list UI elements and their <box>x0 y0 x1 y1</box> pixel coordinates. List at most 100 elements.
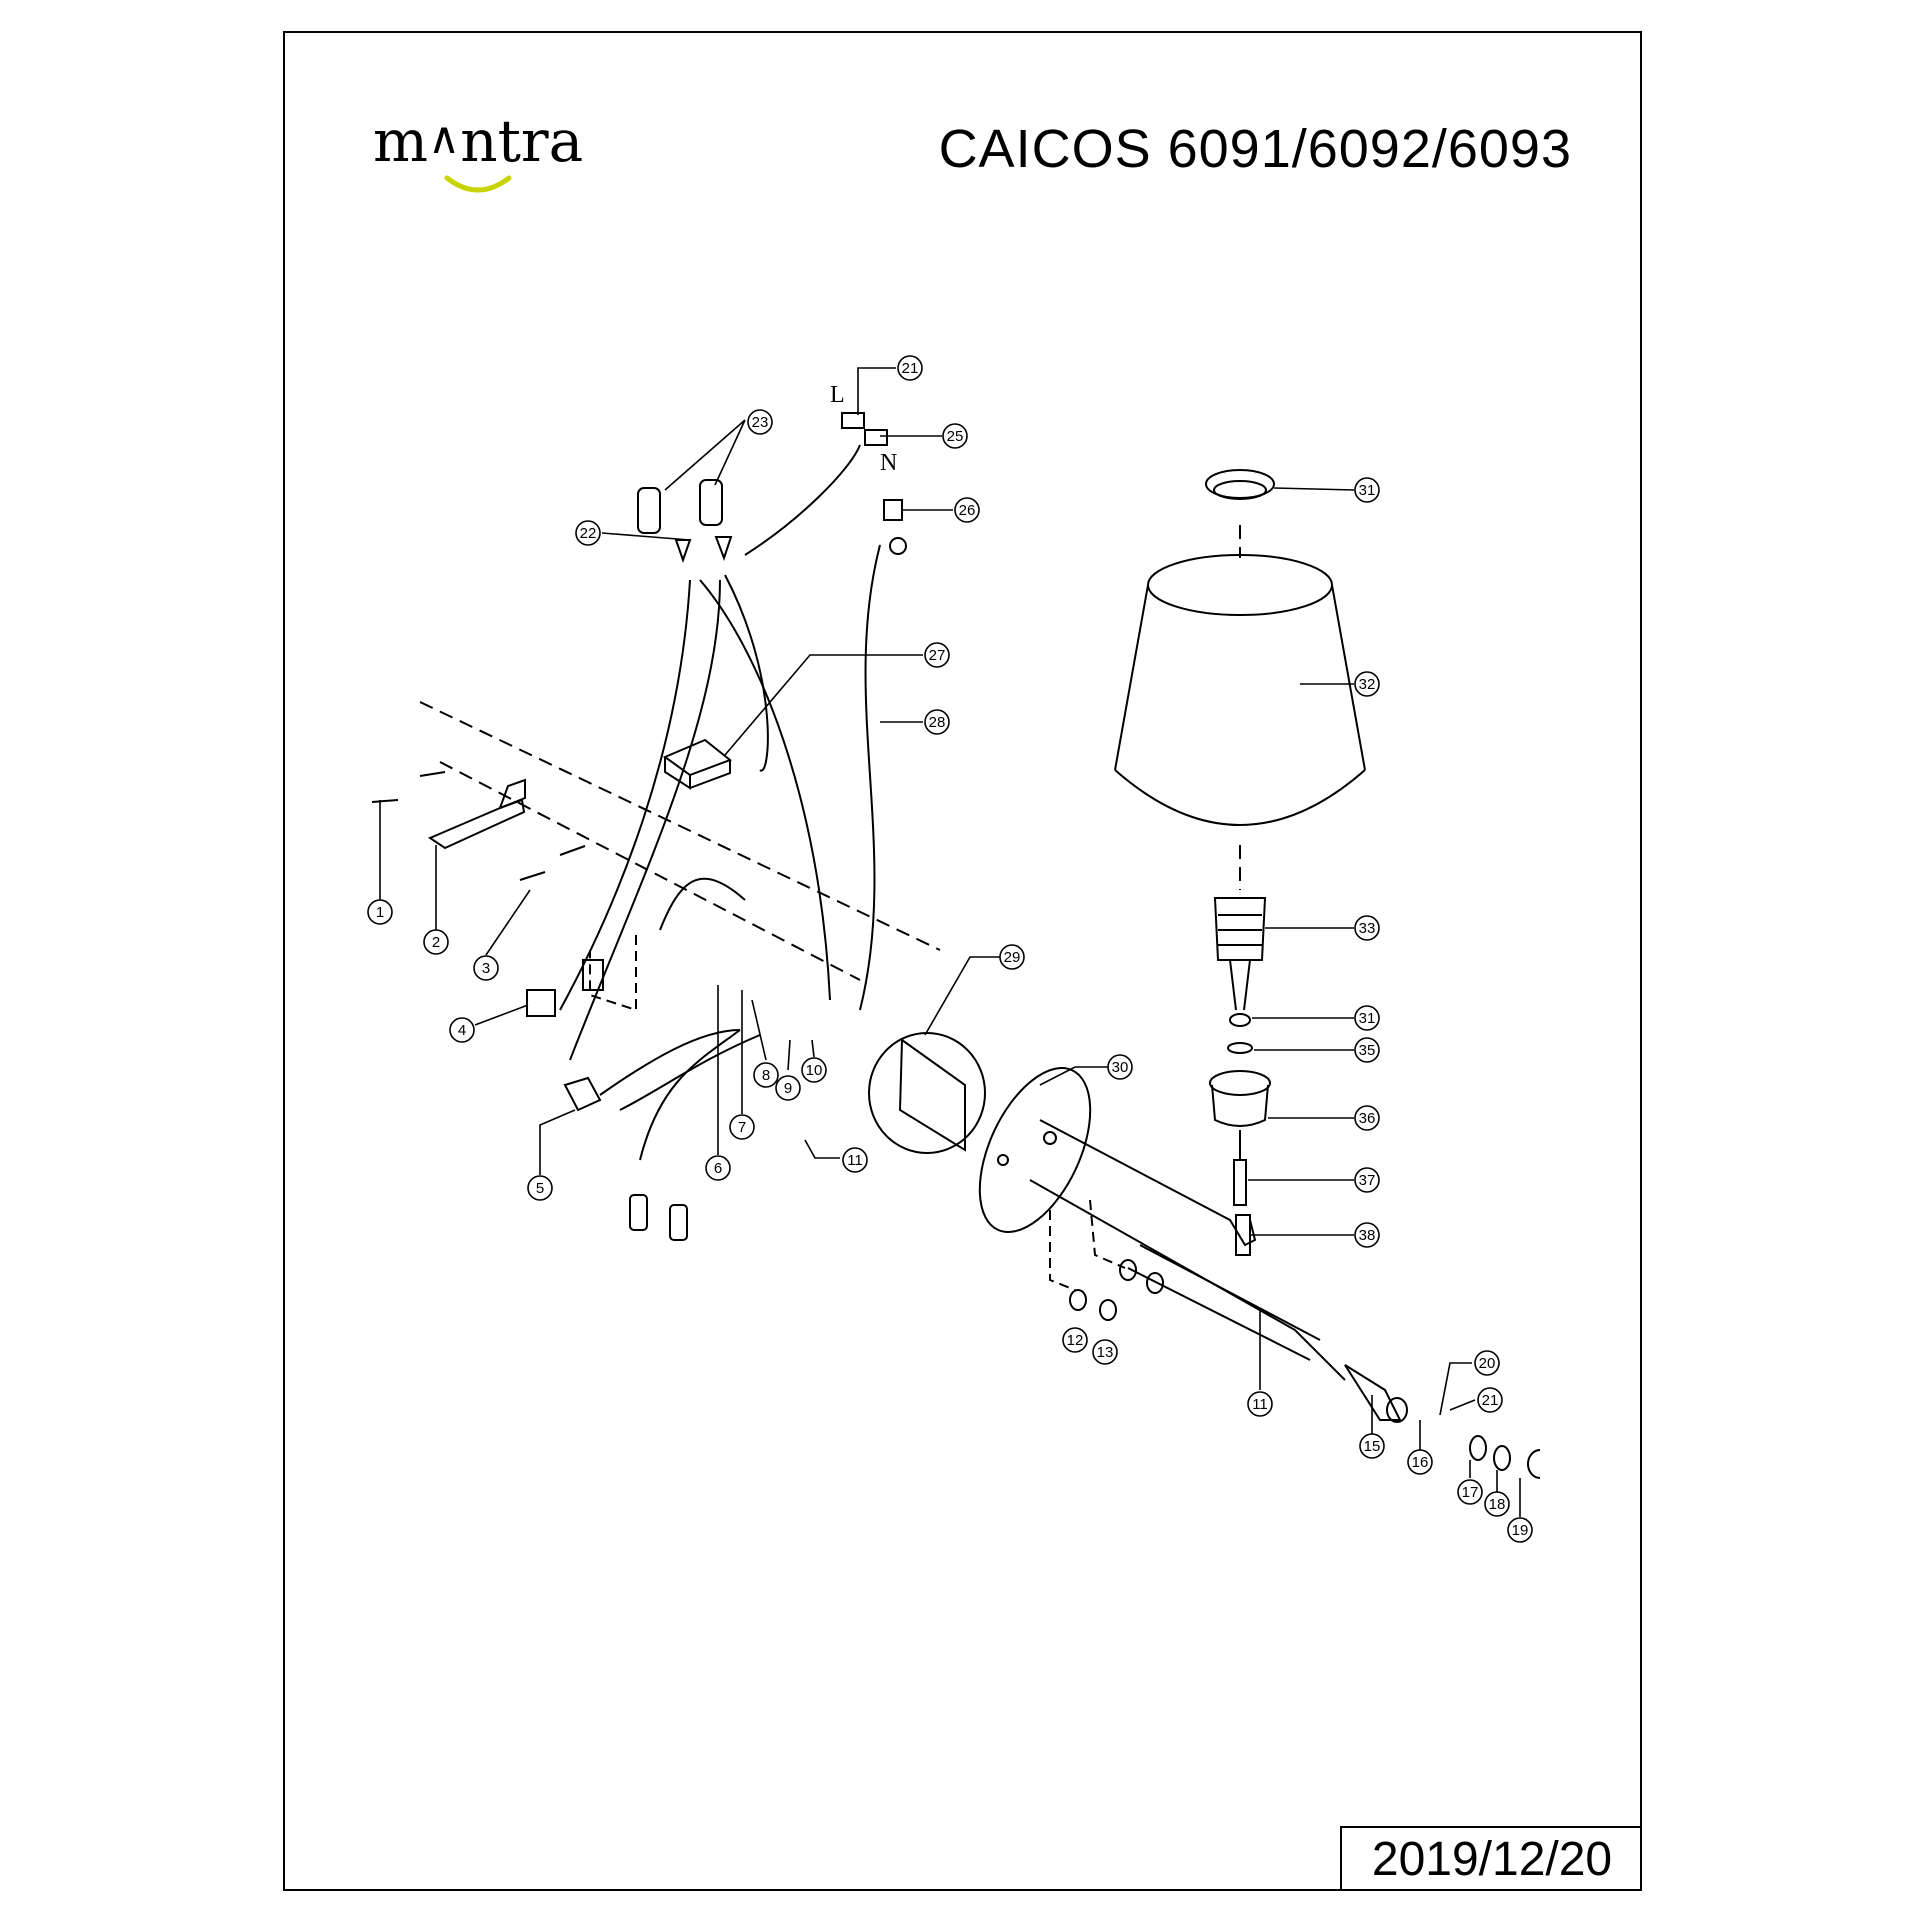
wire <box>599 1029 741 1096</box>
axis-line <box>439 761 861 981</box>
brand-right: ntra <box>460 107 584 175</box>
callout-circle <box>1474 1350 1500 1376</box>
callout-circle <box>1359 1433 1385 1459</box>
label-live: L <box>830 382 845 408</box>
callout-number: 30 <box>1112 1059 1129 1076</box>
callout-number: 21 <box>1482 1392 1499 1409</box>
callout-number: 27 <box>929 647 946 664</box>
leader-27 <box>724 654 923 756</box>
shade-ring-inner <box>1213 480 1267 500</box>
leader-10 <box>811 1039 815 1058</box>
callout-number: 17 <box>1462 1484 1479 1501</box>
wire <box>639 1029 741 1161</box>
callout-circle <box>1247 1391 1273 1417</box>
connector-tip <box>714 536 733 561</box>
callout-circle <box>999 944 1025 970</box>
callout-circle <box>775 1075 801 1101</box>
screw <box>419 771 446 777</box>
terminal-block <box>526 989 556 1017</box>
plate-hole <box>997 1154 1009 1166</box>
callout-circle <box>1062 1327 1088 1353</box>
callout-number: 22 <box>580 525 597 542</box>
logo-smile-icon <box>444 175 512 193</box>
callout-number: 38 <box>1359 1227 1376 1244</box>
leader-22 <box>601 532 691 541</box>
lamp-holder-thread <box>1218 914 1262 946</box>
callout-number: 5 <box>536 1180 544 1197</box>
mounting-bracket-flange <box>498 778 526 810</box>
washer <box>1493 1445 1511 1471</box>
callout-number: 10 <box>806 1062 823 1079</box>
callout-number: 9 <box>784 1080 792 1097</box>
callout-number: 13 <box>1097 1344 1114 1361</box>
wire-nut <box>637 487 661 534</box>
callout-circle <box>1354 1037 1380 1063</box>
callout-circle <box>1354 1222 1380 1248</box>
shade-bottom <box>1114 769 1366 826</box>
callout-number: 33 <box>1359 920 1376 937</box>
brand-logo: m∧ntra <box>373 112 583 193</box>
plate-hole <box>1043 1131 1057 1145</box>
callout-circle <box>1092 1339 1118 1365</box>
callout-number: 28 <box>929 714 946 731</box>
callout-number: 15 <box>1364 1438 1381 1455</box>
callout-number: 25 <box>947 428 964 445</box>
leader-9 <box>787 1039 791 1071</box>
neutral-connector <box>864 429 888 446</box>
callout-number: 11 <box>1252 1396 1268 1413</box>
callout-number: 36 <box>1359 1110 1376 1127</box>
callout-circle <box>753 1062 779 1088</box>
product-title: CAICOS 6091/6092/6093 <box>938 119 1572 179</box>
callout-circle <box>1457 1479 1483 1505</box>
callout-number: 18 <box>1489 1496 1506 1513</box>
clip-ring <box>1527 1449 1541 1479</box>
callout-circle <box>1484 1491 1510 1517</box>
end-cap-ring <box>1386 1397 1408 1423</box>
wire <box>724 574 769 772</box>
callout-number: 31 <box>1359 482 1376 499</box>
callout-number: 37 <box>1359 1172 1376 1189</box>
leader-8 <box>751 999 767 1061</box>
wire <box>559 579 691 1011</box>
arm-lower <box>1029 1179 1346 1381</box>
leader-3 <box>485 889 531 956</box>
callout-circle <box>705 1155 731 1181</box>
callout-circle <box>1354 477 1380 503</box>
brand-left: m <box>373 107 428 175</box>
drawing-frame <box>283 31 1642 1891</box>
shade-top <box>1147 554 1333 616</box>
axis-line <box>1089 1199 1126 1269</box>
screw <box>519 871 546 881</box>
callout-circle <box>473 955 499 981</box>
callout-circle <box>801 1057 827 1083</box>
washer <box>1099 1299 1117 1321</box>
callout-circle <box>575 520 601 546</box>
callout-circle <box>1507 1517 1533 1543</box>
arm-tube <box>1127 1267 1311 1361</box>
leader-20 <box>1439 1362 1472 1416</box>
leader-23 <box>664 419 746 491</box>
callout-number: 23 <box>752 414 769 431</box>
washer <box>1069 1289 1087 1311</box>
revision-date: 2019/12/20 <box>1340 1826 1642 1891</box>
callout-number: 29 <box>1004 949 1021 966</box>
wire <box>619 1034 761 1111</box>
arm-tube <box>1139 1244 1321 1341</box>
callout-circle <box>1354 671 1380 697</box>
callout-circle <box>1354 915 1380 941</box>
ground-symbol-icon <box>889 537 907 555</box>
screw <box>371 799 399 803</box>
callout-circle <box>1107 1054 1133 1080</box>
callout-circle <box>842 1147 868 1173</box>
canopy-front <box>868 1032 986 1154</box>
callout-circle <box>897 355 923 381</box>
shade-side <box>1114 584 1366 771</box>
callout-circle <box>527 1175 553 1201</box>
callout-circle <box>954 497 980 523</box>
callout-number: 16 <box>1412 1454 1429 1471</box>
callout-number: 32 <box>1359 676 1376 693</box>
leader-4 <box>474 1004 529 1026</box>
ground-wire <box>859 544 881 1011</box>
washer <box>1227 1042 1253 1054</box>
callout-circle <box>1407 1449 1433 1475</box>
